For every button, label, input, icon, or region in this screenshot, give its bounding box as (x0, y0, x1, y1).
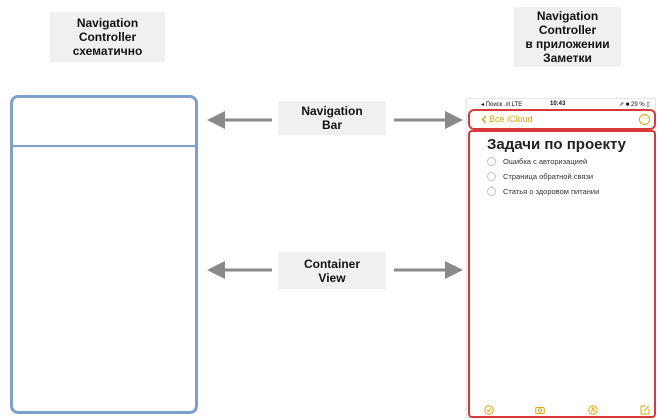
checkbox-circle-icon[interactable] (487, 187, 496, 196)
back-button[interactable]: Все iCloud (481, 114, 533, 124)
list-item-label: Статья о здоровом питании (503, 187, 600, 196)
schematic-divider (13, 145, 195, 147)
list-item[interactable]: Статья о здоровом питании (487, 187, 599, 196)
pen-icon[interactable] (588, 405, 598, 415)
schematic-navigation-controller (10, 95, 198, 414)
note-title: Задачи по проекту (487, 136, 627, 153)
container-view-highlight (468, 130, 656, 418)
list-item[interactable]: Ошибка с авторизацией (487, 157, 587, 166)
checklist-icon[interactable] (484, 405, 494, 415)
notes-app-screenshot: ◂ Поиск .ıll LTE 10:43 ⇗ ■ 29 % ▯ (466, 98, 656, 418)
chevron-left-icon (481, 114, 487, 124)
back-button-label: Все iCloud (489, 114, 533, 124)
list-item[interactable]: Страница обратной связи (487, 172, 593, 181)
schematic-caption: Navigation Controller схематично (50, 12, 165, 62)
status-battery: ⇗ ■ 29 % ▯ (619, 102, 650, 108)
app-caption: Navigation Controller в приложении Замет… (514, 7, 621, 67)
navigation-bar-label: Navigation Bar (278, 101, 386, 135)
ellipsis-circle-icon[interactable]: ··· (639, 114, 650, 125)
status-carrier: ◂ Поиск .ıll LTE (481, 102, 523, 108)
checkbox-circle-icon[interactable] (487, 157, 496, 166)
checkbox-circle-icon[interactable] (487, 172, 496, 181)
container-view-label: Container View (278, 252, 386, 289)
status-bar: ◂ Поиск .ıll LTE 10:43 ⇗ ■ 29 % ▯ (467, 99, 655, 109)
camera-icon[interactable] (535, 405, 545, 415)
list-item-label: Ошибка с авторизацией (503, 157, 588, 166)
status-time: 10:43 (550, 101, 566, 107)
navigation-bar-highlight (468, 109, 656, 130)
list-item-label: Страница обратной связи (503, 172, 594, 181)
compose-icon[interactable] (640, 405, 650, 415)
